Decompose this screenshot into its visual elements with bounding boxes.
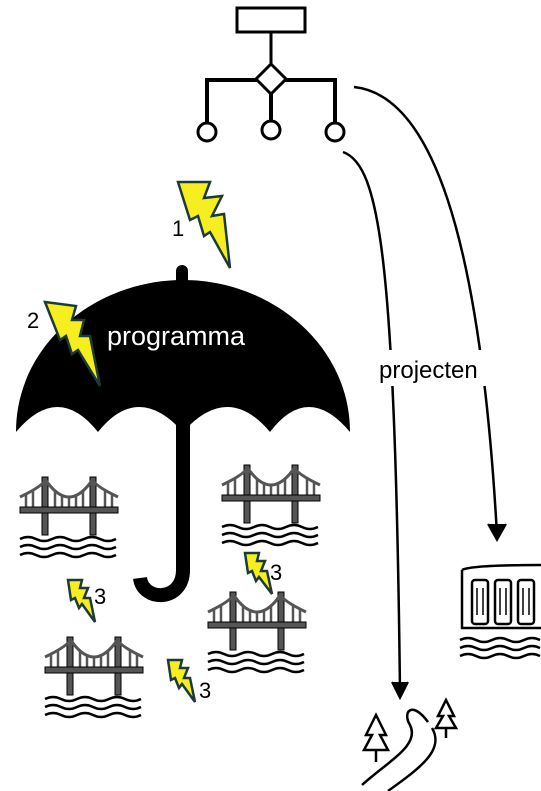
lightning-bolt-icon [66,578,97,623]
bridge-icon [43,635,145,719]
risk-label-3: 3 [199,678,211,703]
org-chart-icon [196,6,346,143]
project-arrows [342,85,507,701]
dam-icon [459,563,541,660]
risk-label-1: 1 [172,216,184,241]
program-label: programma [107,321,246,351]
projects-label: projecten [379,357,478,384]
arrow-to-road [342,150,402,693]
road-with-trees-icon [361,697,459,791]
lightning-bolt-icon [43,300,102,387]
bridge-icon [206,590,308,674]
lightning-bolt-icon [176,180,232,269]
lightning-bolt-icon [166,658,197,703]
tree-icon [433,697,459,738]
lightning-bolt-icon [243,551,274,595]
risk-label-2: 2 [27,308,39,333]
umbrella-icon [16,265,350,602]
risk-label-3: 3 [270,560,282,585]
arrow-head-road [391,681,409,701]
bridge-icon [18,475,120,559]
tree-icon [361,712,391,762]
arrow-to-dam [353,85,499,536]
arrow-head-dam [487,523,507,543]
risk-label-3: 3 [94,584,106,609]
bridge-icon [220,463,322,547]
